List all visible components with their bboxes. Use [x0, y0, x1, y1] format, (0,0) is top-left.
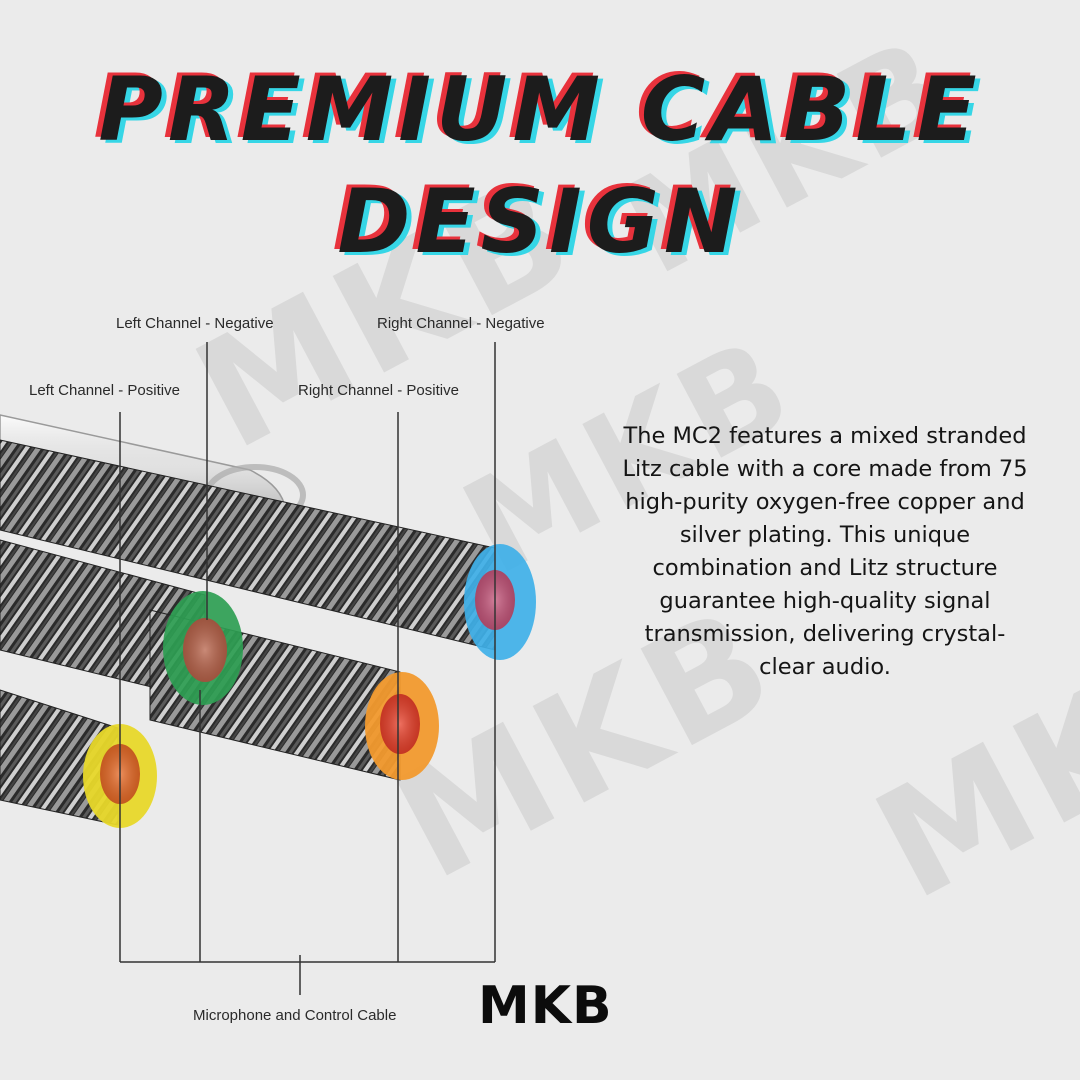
core-right-positive	[365, 672, 439, 780]
core-right-negative	[464, 544, 536, 660]
core-left-negative	[163, 591, 243, 705]
page-title-line-1: PREMIUM CABLE	[98, 58, 982, 161]
label-left-channel-positive: Left Channel - Positive	[29, 382, 180, 399]
product-description: The MC2 features a mixed stranded Litz c…	[622, 423, 1028, 680]
label-left-channel-negative: Left Channel - Negative	[116, 315, 274, 332]
label-right-channel-negative: Right Channel - Negative	[377, 315, 545, 332]
label-right-channel-positive: Right Channel - Positive	[298, 382, 459, 399]
leader-lines	[119, 342, 496, 995]
cable-cross-section-diagram	[0, 342, 536, 995]
page-title-line-2: DESIGN	[337, 170, 743, 273]
brand-logo: MKB	[478, 976, 613, 1036]
label-microphone-control-cable: Microphone and Control Cable	[193, 1007, 397, 1024]
